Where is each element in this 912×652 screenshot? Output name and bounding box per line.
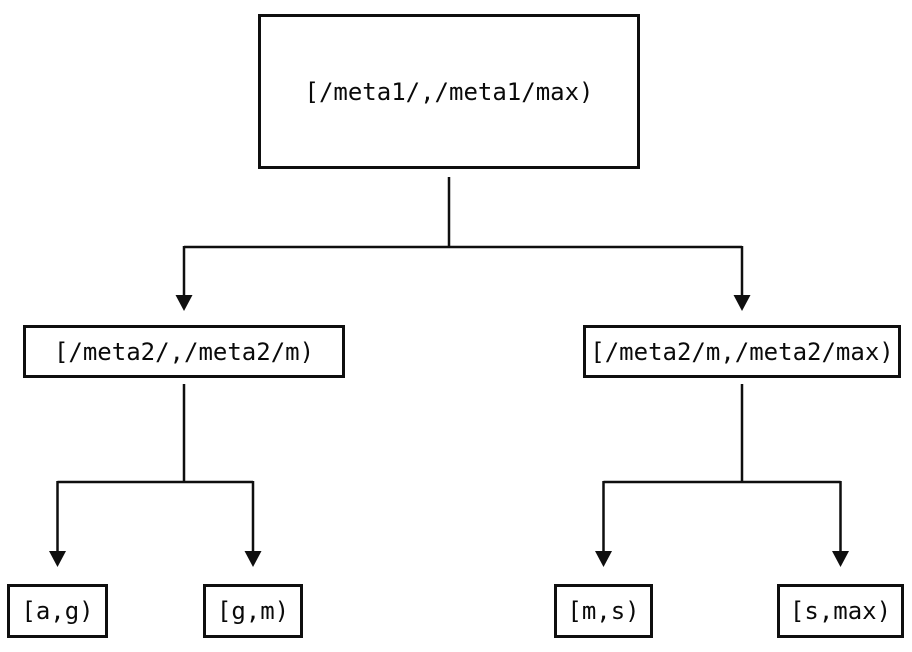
edge-arrowhead-leaf2 (244, 551, 262, 567)
node-leaf-gm: [g,m) (203, 584, 303, 638)
node-leaf-ms: [m,s) (554, 584, 653, 638)
edge-arrowhead-leaf4 (832, 551, 849, 567)
edge-arrowhead-right (733, 295, 751, 311)
node-child-right-label: [/meta2/m,/meta2/max) (590, 337, 894, 366)
node-leaf-ms-label: [m,s) (567, 597, 640, 625)
node-child-right: [/meta2/m,/meta2/max) (583, 325, 901, 378)
edge-arrowhead-leaf1 (49, 551, 66, 567)
node-leaf-smax: [s,max) (777, 584, 904, 638)
edge-arrowhead-leaf3 (595, 551, 612, 567)
node-leaf-ag: [a,g) (7, 584, 108, 638)
node-child-left-label: [/meta2/,/meta2/m) (53, 337, 315, 366)
node-leaf-smax-label: [s,max) (789, 597, 892, 625)
node-child-left: [/meta2/,/meta2/m) (23, 325, 345, 378)
node-leaf-gm-label: [g,m) (216, 597, 290, 625)
edge-arrowhead-left (175, 295, 193, 311)
node-root: [/meta1/,/meta1/max) (258, 14, 640, 169)
node-root-label: [/meta1/,/meta1/max) (304, 77, 594, 106)
node-leaf-ag-label: [a,g) (21, 597, 94, 625)
